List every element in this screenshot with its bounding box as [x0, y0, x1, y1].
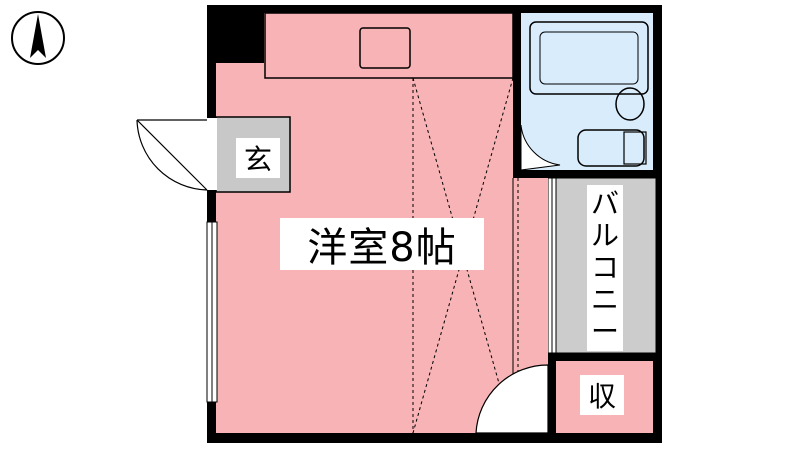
kitchen-sink — [359, 27, 411, 69]
north-arrow-icon — [11, 11, 65, 65]
wall-block — [216, 13, 264, 63]
entrance-label: 玄 — [236, 138, 280, 178]
main-room-label: 洋室8帖 — [280, 218, 484, 271]
entrance-door-swing — [136, 119, 208, 191]
storage-label: 収 — [580, 375, 624, 415]
balcony-char: ル — [590, 219, 619, 252]
washbasin — [615, 87, 645, 121]
bathroom-door-swing — [520, 124, 561, 171]
bathtub — [529, 21, 649, 95]
bathtub-inner — [539, 31, 639, 85]
entrance-door-gap — [207, 118, 217, 190]
toilet — [577, 129, 645, 167]
balcony-char: ー — [590, 315, 619, 348]
room-door-swing — [475, 364, 549, 434]
balcony-label: バ ル コ ニ ー — [587, 185, 623, 351]
toilet-tank — [623, 131, 647, 165]
balcony-char: コ — [590, 251, 619, 284]
balcony-char: バ — [590, 187, 619, 220]
balcony-char: ニ — [590, 283, 619, 316]
